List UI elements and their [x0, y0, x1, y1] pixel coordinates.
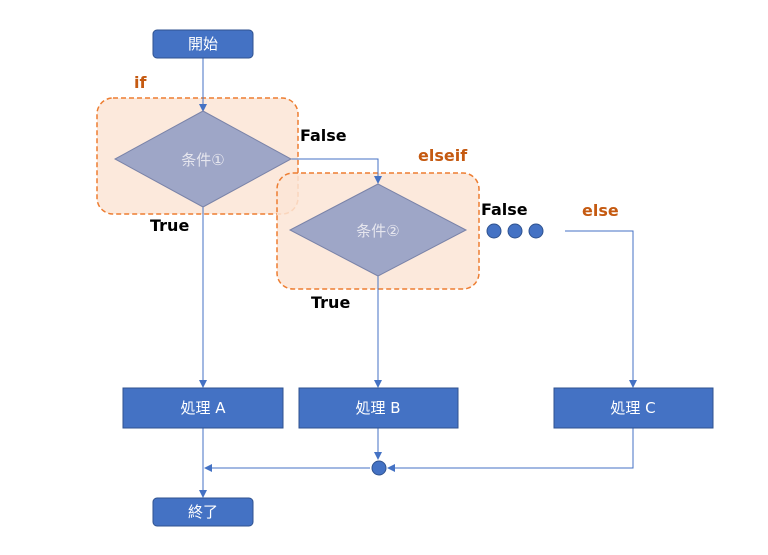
ellipsis-dots — [486, 223, 544, 239]
ellipsis-dot — [486, 223, 502, 239]
edge-cond1-false — [291, 158, 382, 184]
process-c-label: 処理 C — [610, 399, 655, 417]
else-keyword-label: else — [582, 201, 619, 220]
end-node: 終了 — [152, 497, 254, 527]
false-label-1: False — [300, 126, 347, 145]
condition-1-label: 条件① — [181, 151, 224, 169]
edge-procc-merge — [387, 428, 634, 472]
ellipsis-dot — [507, 223, 523, 239]
process-c-box: 処理 C — [553, 387, 714, 429]
condition-2-diamond: 条件② — [288, 183, 468, 277]
process-a-label: 処理 A — [180, 399, 226, 417]
ellipsis-dot — [528, 223, 544, 239]
elseif-keyword-label: elseif — [418, 146, 468, 165]
condition-1-diamond: 条件① — [113, 110, 293, 208]
condition-2-label: 条件② — [356, 222, 399, 240]
process-b-box: 処理 B — [298, 387, 459, 429]
true-label-1: True — [150, 216, 189, 235]
end-label: 終了 — [188, 503, 218, 521]
start-label: 開始 — [188, 35, 218, 53]
process-b-label: 処理 B — [355, 399, 400, 417]
false-label-2: False — [481, 200, 528, 219]
merge-point — [371, 460, 387, 476]
true-label-2: True — [311, 293, 350, 312]
if-keyword-label: if — [134, 73, 147, 92]
process-a-box: 処理 A — [122, 387, 284, 429]
edge-else — [565, 230, 637, 388]
start-node: 開始 — [152, 29, 254, 59]
